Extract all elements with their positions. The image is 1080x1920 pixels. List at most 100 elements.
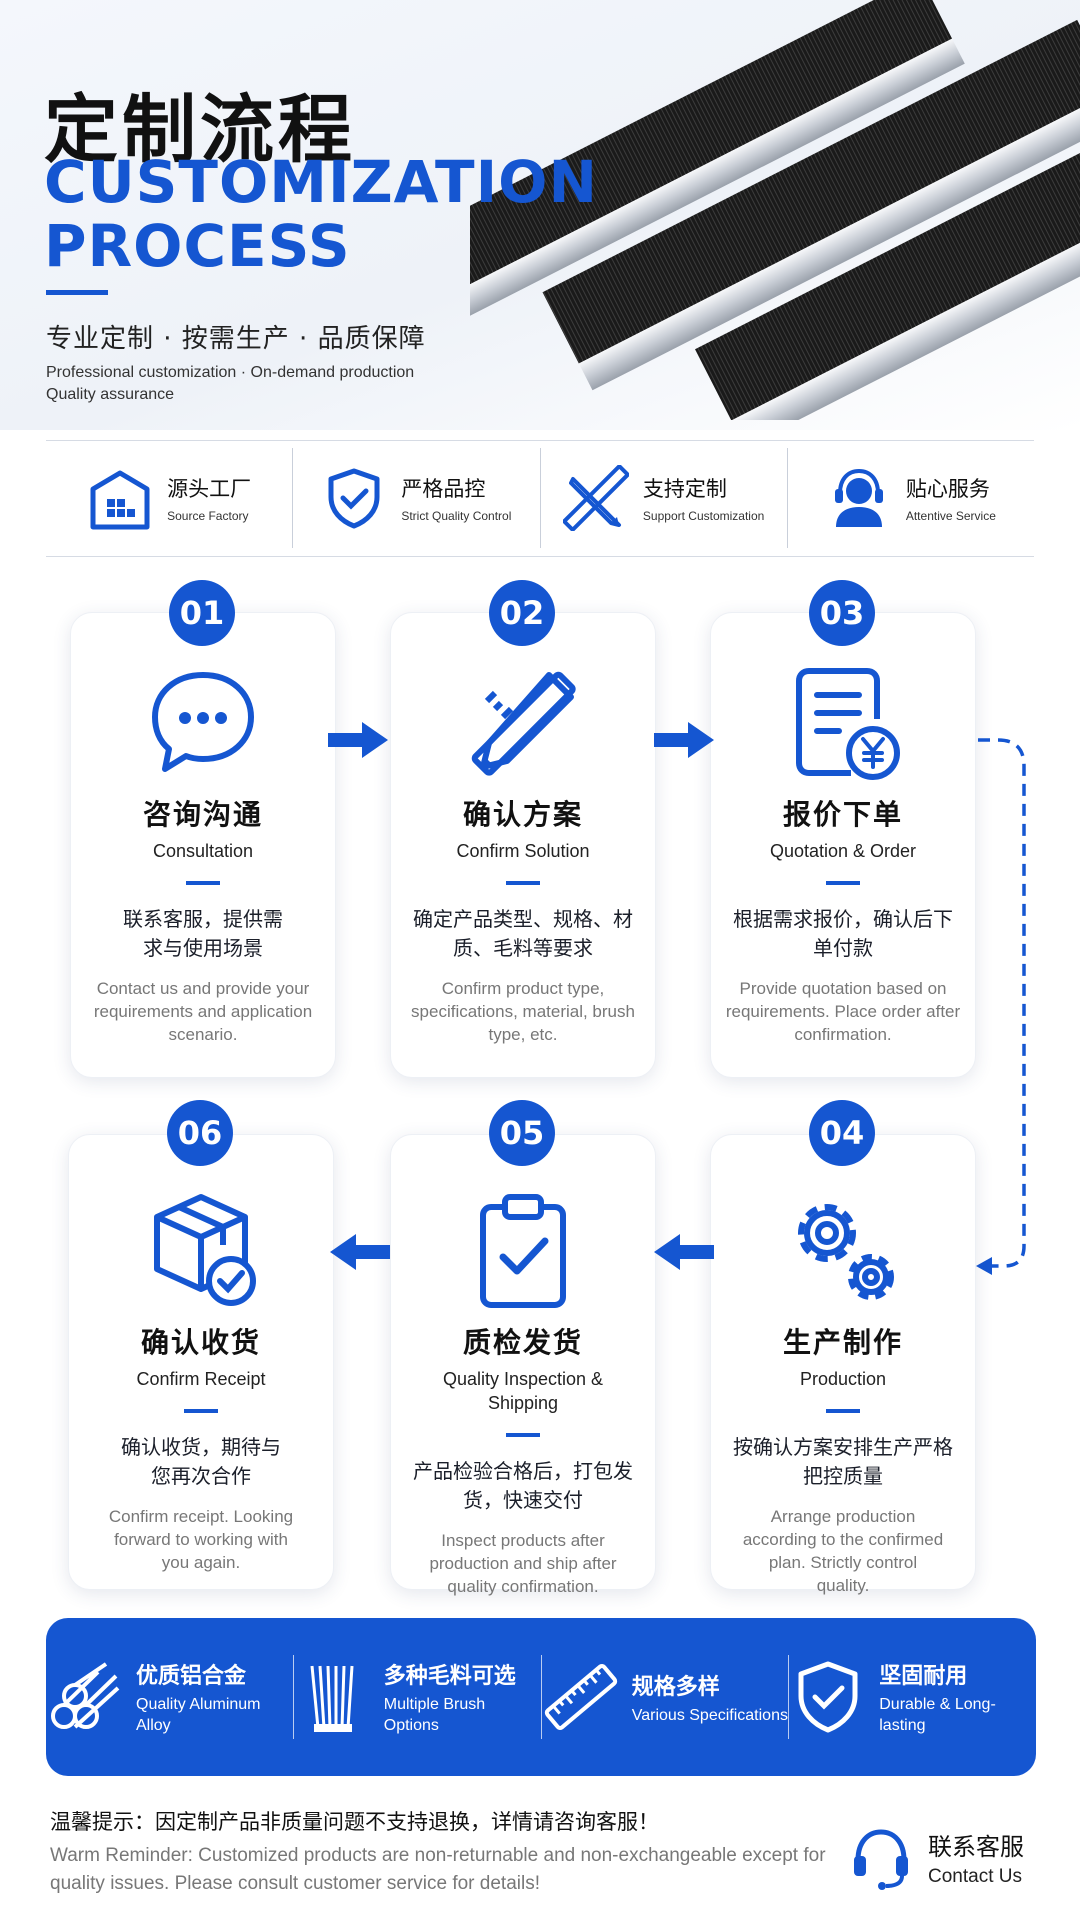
step-title-cn: 确认收货 bbox=[140, 1326, 261, 1359]
gears-icon bbox=[798, 1204, 894, 1300]
arrow-left-icon bbox=[654, 1234, 714, 1270]
band-item-brush-options: 多种毛料可选 Multiple Brush Options bbox=[294, 1655, 542, 1739]
step-desc-cn: 根据需求报价，确认后下单付款 bbox=[733, 907, 953, 960]
step-title-en: Consultation bbox=[152, 841, 254, 861]
contact-label-cn: 联系客服 bbox=[928, 1832, 1024, 1861]
step-title-en: Confirm Solution bbox=[456, 841, 590, 861]
feature-label-cn: 源头工厂 bbox=[167, 477, 252, 501]
step-divider bbox=[826, 881, 860, 885]
brush-strip-product-image bbox=[470, 0, 1080, 420]
invoice-yen-icon bbox=[796, 668, 900, 780]
step-card-04: 生产制作 Production 按确认方案安排生产严格把控质量 Arrange … bbox=[710, 1134, 976, 1595]
arrow-right-icon bbox=[328, 722, 388, 758]
band-label-en: Multiple Brush Options bbox=[383, 1696, 486, 1734]
step-desc-en: Contact us and provide your requirements… bbox=[93, 979, 313, 1044]
step-number-badge: 02 bbox=[489, 580, 555, 646]
divider-bottom bbox=[46, 556, 1034, 557]
band-label-cn: 规格多样 bbox=[631, 1674, 720, 1700]
step-title-en: Quotation & Order bbox=[769, 841, 917, 861]
step-card-06: 确认收货 Confirm Receipt 确认收货，期待与您再次合作 Confi… bbox=[68, 1134, 334, 1590]
ruler-pencil-icon bbox=[471, 671, 576, 776]
band-item-aluminum: 优质铝合金 Quality Aluminum Alloy bbox=[46, 1655, 294, 1739]
step-desc-en: Provide quotation based on requirements.… bbox=[725, 979, 961, 1044]
step-divider bbox=[186, 881, 220, 885]
title-underline bbox=[46, 290, 108, 295]
headset-icon bbox=[854, 1829, 908, 1890]
title-en-line2: PROCESS bbox=[44, 212, 351, 280]
band-item-specifications: 规格多样 Various Specifications bbox=[542, 1655, 790, 1739]
feature-customization: 支持定制 Support Customization bbox=[541, 448, 788, 548]
band-label-en: Various Specifications bbox=[631, 1706, 788, 1724]
feature-strip: 源头工厂 Source Factory 严格品控 Strict Quality Co… bbox=[46, 448, 1034, 548]
step-title-en: Confirm Receipt bbox=[136, 1369, 266, 1389]
page-title-en: CUSTOMIZATION PROCESS bbox=[44, 150, 598, 278]
band-label-en: Durable & Long-lasting bbox=[879, 1696, 996, 1734]
feature-quality-control: 严格品控 Strict Quality Control bbox=[293, 448, 541, 548]
band-label-cn: 多种毛料可选 bbox=[383, 1664, 516, 1689]
feature-label-cn: 支持定制 bbox=[642, 477, 727, 501]
box-check-icon bbox=[154, 1194, 256, 1306]
band-label-cn: 优质铝合金 bbox=[136, 1664, 247, 1689]
ruler-icon bbox=[544, 1664, 617, 1730]
ruler-pencil-icon bbox=[562, 465, 629, 531]
step-divider bbox=[506, 1433, 540, 1437]
product-features-band: 优质铝合金 Quality Aluminum Alloy 多种毛料可选 Multip… bbox=[46, 1618, 1036, 1776]
headset-agent-icon bbox=[834, 468, 883, 527]
step-number-badge: 05 bbox=[489, 1100, 555, 1166]
step-desc-en: Inspect products after production and sh… bbox=[429, 1531, 617, 1596]
step-number-badge: 03 bbox=[809, 580, 875, 646]
contact-us-button[interactable]: 联系客服 Contact Us bbox=[846, 1822, 1024, 1892]
step-divider bbox=[184, 1409, 218, 1413]
feature-label-cn: 严格品控 bbox=[401, 477, 486, 501]
band-label-en: Quality Aluminum Alloy bbox=[136, 1696, 261, 1734]
step-number-badge: 06 bbox=[167, 1100, 233, 1166]
dashed-connector-arrow bbox=[976, 738, 1026, 1275]
chat-bubble-icon bbox=[152, 672, 254, 772]
shield-check-icon bbox=[798, 1661, 858, 1733]
brush-bristles-icon bbox=[310, 1665, 354, 1732]
warm-reminder-cn: 温馨提示：因定制产品非质量问题不支持退换，详情请咨询客服！ bbox=[50, 1810, 659, 1834]
step-title-cn: 质检发货 bbox=[462, 1326, 583, 1359]
feature-label-cn: 贴心服务 bbox=[905, 477, 990, 501]
page-title-cn: 定制流程 bbox=[44, 87, 356, 173]
step-number-badge: 04 bbox=[809, 1100, 875, 1166]
step-card-02: 确认方案 Confirm Solution 确定产品类型、规格、材质、毛料等要求… bbox=[390, 612, 656, 1078]
title-en-line1: CUSTOMIZATION bbox=[44, 148, 599, 216]
feature-label-en: Source Factory bbox=[167, 509, 249, 523]
band-label-cn: 坚固耐用 bbox=[879, 1664, 968, 1689]
feature-label-en: Attentive Service bbox=[905, 509, 996, 523]
factory-icon bbox=[90, 470, 150, 530]
arrow-right-icon bbox=[654, 722, 714, 758]
feature-attentive-service: 贴心服务 Attentive Service bbox=[788, 448, 1034, 548]
step-title-cn: 生产制作 bbox=[782, 1326, 903, 1359]
step-card-05: 质检发货 Quality Inspection & Shipping 产品检验合… bbox=[390, 1134, 656, 1596]
step-title-cn: 咨询沟通 bbox=[142, 798, 263, 831]
subtitle-cn: 专业定制 · 按需生产 · 品质保障 bbox=[46, 324, 426, 354]
contact-label-en: Contact Us bbox=[928, 1865, 1022, 1887]
step-desc-en: Confirm receipt. Looking forward to work… bbox=[108, 1507, 294, 1572]
arrow-left-icon bbox=[330, 1234, 390, 1270]
step-desc-en: Arrange production according to the conf… bbox=[742, 1507, 944, 1595]
feature-label-en: Support Customization bbox=[642, 509, 765, 523]
step-card-01: 咨询沟通 Consultation 联系客服，提供需求与使用场景 Contact… bbox=[70, 612, 336, 1078]
step-desc-cn: 联系客服，提供需求与使用场景 bbox=[123, 907, 283, 960]
feature-source-factory: 源头工厂 Source Factory bbox=[46, 448, 294, 548]
shield-check-icon bbox=[328, 468, 380, 529]
step-divider bbox=[506, 881, 540, 885]
step-card-03: 报价下单 Quotation & Order 根据需求报价，确认后下单付款 Pr… bbox=[710, 612, 976, 1078]
step-desc-en: Confirm product type, specifications, ma… bbox=[411, 979, 635, 1044]
step-title-en: Production bbox=[799, 1369, 887, 1389]
step-desc-cn: 确认收货，期待与您再次合作 bbox=[121, 1435, 281, 1488]
aluminum-rods-icon bbox=[51, 1662, 120, 1729]
step-title-en: Quality Inspection & Shipping bbox=[442, 1369, 604, 1413]
step-title-cn: 报价下单 bbox=[782, 798, 903, 831]
warm-reminder-en: Warm Reminder: Customized products are n… bbox=[50, 1845, 826, 1894]
step-desc-cn: 产品检验合格后，打包发货，快速交付 bbox=[413, 1459, 633, 1512]
band-item-durable: 坚固耐用 Durable & Long-lasting bbox=[789, 1655, 1036, 1739]
feature-label-en: Strict Quality Control bbox=[401, 509, 512, 523]
clipboard-check-icon bbox=[480, 1194, 566, 1308]
step-desc-cn: 确定产品类型、规格、材质、毛料等要求 bbox=[413, 907, 633, 960]
subtitle-en: Professional customization · On-demand p… bbox=[46, 364, 415, 403]
step-number-badge: 01 bbox=[169, 580, 235, 646]
